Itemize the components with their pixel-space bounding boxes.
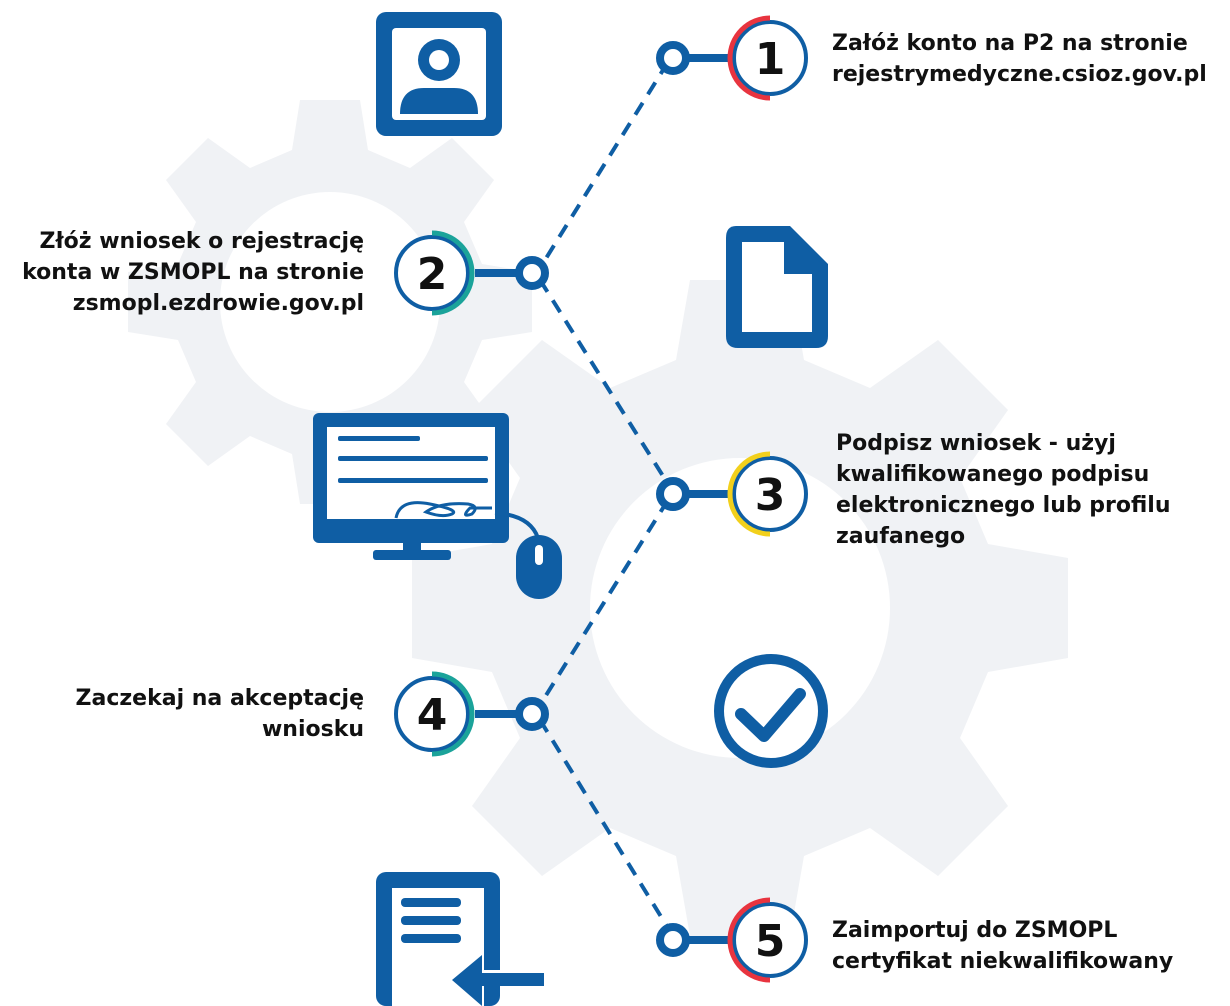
- step-number-3: 3: [755, 470, 786, 521]
- step-4-text: Zaczekaj na akceptację wniosku: [75, 686, 364, 742]
- step-badge-2: 2: [394, 230, 475, 316]
- checkmark-circle-icon: [714, 654, 828, 768]
- step-number-5: 5: [755, 916, 786, 967]
- timeline-nodes: [475, 41, 735, 957]
- import-document-icon: [376, 872, 544, 1006]
- user-profile-icon: [376, 12, 502, 136]
- step-number-1: 1: [755, 34, 786, 85]
- step-1-text: Załóż konto na P2 na stronie rejestrymed…: [832, 31, 1207, 87]
- step-5-text: Zaimportuj do ZSMOPL certyfikat niekwali…: [832, 918, 1174, 974]
- step-badge-3: 3: [727, 451, 808, 537]
- step-number-2: 2: [417, 249, 448, 300]
- step-number-4: 4: [417, 690, 448, 741]
- timeline-path: [538, 60, 670, 930]
- step-2-text: Złóż wniosek o rejestrację konta w ZSMOP…: [22, 229, 364, 316]
- step-3-text: Podpisz wniosek - użyj kwalifikowanego p…: [836, 431, 1171, 549]
- step-badge-4: 4: [394, 671, 475, 757]
- step-badge-5: 5: [727, 897, 808, 983]
- step-badge-1: 1: [727, 15, 808, 101]
- computer-signature-icon: [313, 413, 562, 599]
- document-icon: [726, 226, 828, 348]
